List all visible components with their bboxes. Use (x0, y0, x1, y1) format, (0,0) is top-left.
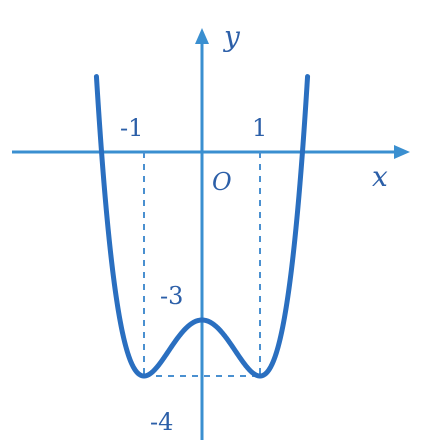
function-curve (93, 74, 311, 379)
y-axis-label: y (222, 20, 241, 53)
y-tick-label-minus-3: -3 (160, 282, 183, 310)
y-axis-arrow-icon (195, 28, 209, 44)
x-tick-label-1: 1 (252, 114, 267, 142)
y-tick-label-minus-4: -4 (150, 408, 173, 436)
x-axis-label: x (372, 160, 388, 193)
x-axis-arrow-icon (394, 145, 410, 159)
x-tick-label-minus-1: -1 (120, 114, 143, 142)
origin-label: O (212, 168, 232, 196)
